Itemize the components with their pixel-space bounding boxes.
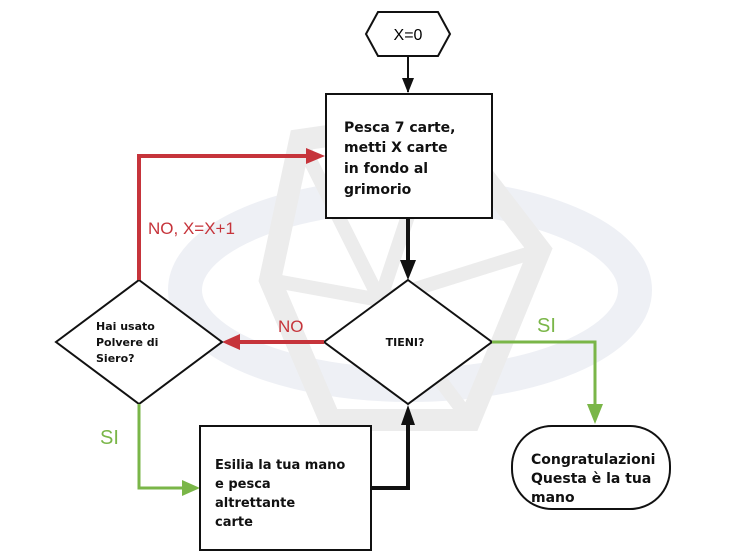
serum-yes-label: SI xyxy=(100,427,119,449)
arrow-no-loop-head xyxy=(306,148,325,164)
arrow-start-to-draw-head xyxy=(402,78,414,93)
end-node-text: Congratulazioni Questa è la tua mano xyxy=(531,452,660,506)
serum-decision-label: Hai usato Polvere di Siero? xyxy=(96,320,162,365)
no-loop-label: NO, X=X+1 xyxy=(148,219,235,238)
draw-cards-text: Pesca 7 carte, metti X carte in fondo al… xyxy=(344,120,460,198)
arrow-serum-yes xyxy=(137,404,186,490)
end-node xyxy=(511,425,671,510)
start-node-label: X=0 xyxy=(394,27,423,44)
arrow-keep-no-head xyxy=(222,334,240,350)
exile-box xyxy=(199,425,372,551)
arrow-keep-yes xyxy=(492,340,597,410)
keep-yes-label: SI xyxy=(537,315,556,337)
keep-no-label: NO xyxy=(278,317,304,336)
keep-decision xyxy=(322,278,494,406)
exile-box-text: Esilia la tua mano e pesca altrettante c… xyxy=(215,458,350,530)
arrow-draw-to-keep-head xyxy=(400,260,416,280)
arrow-serum-yes-head xyxy=(182,480,200,496)
keep-decision-label: TIENI? xyxy=(386,336,425,349)
draw-cards-box xyxy=(325,93,493,219)
arrow-exile-to-keep xyxy=(371,420,410,490)
arrow-no-loop xyxy=(137,154,310,280)
start-node xyxy=(364,11,452,57)
arrow-exile-to-keep-head xyxy=(401,405,415,425)
arrow-keep-yes-head xyxy=(587,404,603,424)
